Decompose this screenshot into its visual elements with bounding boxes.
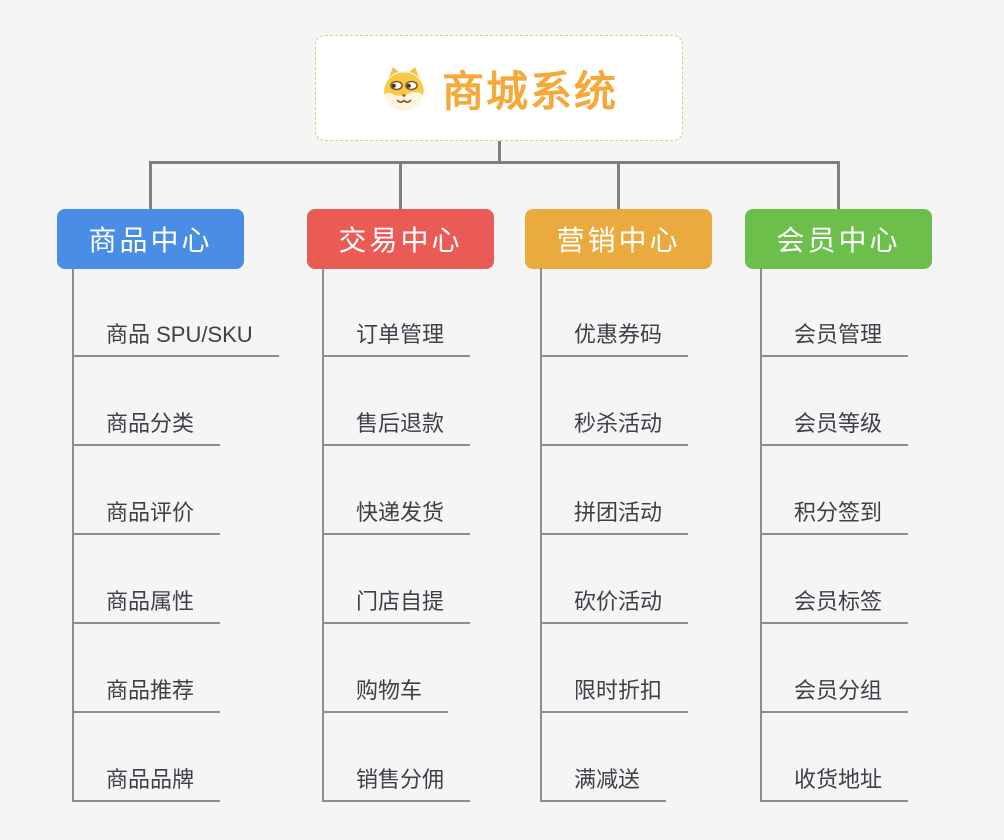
leaf-node[interactable]: 会员管理 — [760, 321, 909, 357]
leaf-node[interactable]: 商品评价 — [72, 499, 221, 535]
leaf-node[interactable]: 满减送 — [540, 766, 667, 802]
branch-node-trade-center[interactable]: 交易中心 — [307, 209, 494, 269]
leaf-node[interactable]: 购物车 — [322, 677, 449, 713]
leaf-node[interactable]: 拼团活动 — [540, 499, 689, 535]
leaf-node[interactable]: 售后退款 — [322, 410, 471, 446]
branch-node-product-center[interactable]: 商品中心 — [57, 209, 244, 269]
leaf-node[interactable]: 收货地址 — [760, 766, 909, 802]
leaf-node[interactable]: 会员标签 — [760, 588, 909, 624]
branch-node-member-center[interactable]: 会员中心 — [745, 209, 932, 269]
leaf-node[interactable]: 限时折扣 — [540, 677, 689, 713]
connector-drop-product — [149, 161, 152, 209]
leaf-node[interactable]: 会员分组 — [760, 677, 909, 713]
branch-spine — [322, 268, 324, 802]
branch-node-marketing-center[interactable]: 营销中心 — [525, 209, 712, 269]
connector-drop-trade — [399, 161, 402, 209]
branch-spine — [72, 268, 74, 802]
leaf-node[interactable]: 砍价活动 — [540, 588, 689, 624]
branch-spine — [760, 268, 762, 802]
leaf-node[interactable]: 商品品牌 — [72, 766, 221, 802]
branch-label: 交易中心 — [338, 225, 463, 256]
leaf-node[interactable]: 商品属性 — [72, 588, 221, 624]
leaf-node[interactable]: 门店自提 — [322, 588, 471, 624]
branch-spine — [540, 268, 542, 802]
connector-drop-member — [837, 161, 840, 209]
connector-bus-line — [150, 161, 840, 164]
root-node[interactable]: 商城系统 — [315, 35, 683, 141]
leaf-node[interactable]: 商品分类 — [72, 410, 221, 446]
connector-root-stem — [498, 141, 501, 162]
leaf-node[interactable]: 优惠券码 — [540, 321, 689, 357]
leaf-node[interactable]: 订单管理 — [322, 321, 471, 357]
branch-marketing-center: 营销中心 优惠券码 秒杀活动 拼团活动 砍价活动 限时折扣 满减送 — [525, 209, 712, 802]
leaf-node[interactable]: 快递发货 — [322, 499, 471, 535]
branch-label: 商品中心 — [88, 225, 213, 256]
root-title: 商城系统 — [441, 67, 618, 115]
leaf-node[interactable]: 商品推荐 — [72, 677, 221, 713]
dog-face-icon — [383, 67, 424, 111]
leaf-node[interactable]: 积分签到 — [760, 499, 909, 535]
branch-label: 会员中心 — [776, 225, 901, 256]
branch-trade-center: 交易中心 订单管理 售后退款 快递发货 门店自提 购物车 销售分佣 — [307, 209, 494, 802]
leaf-node[interactable]: 秒杀活动 — [540, 410, 689, 446]
connector-drop-marketing — [617, 161, 620, 209]
branch-member-center: 会员中心 会员管理 会员等级 积分签到 会员标签 会员分组 收货地址 — [745, 209, 932, 802]
branch-product-center: 商品中心 商品 SPU/SKU 商品分类 商品评价 商品属性 商品推荐 商品品牌 — [57, 209, 279, 802]
leaf-node[interactable]: 销售分佣 — [322, 766, 471, 802]
branch-label: 营销中心 — [556, 225, 681, 256]
leaf-node[interactable]: 商品 SPU/SKU — [72, 321, 279, 357]
leaf-node[interactable]: 会员等级 — [760, 410, 909, 446]
